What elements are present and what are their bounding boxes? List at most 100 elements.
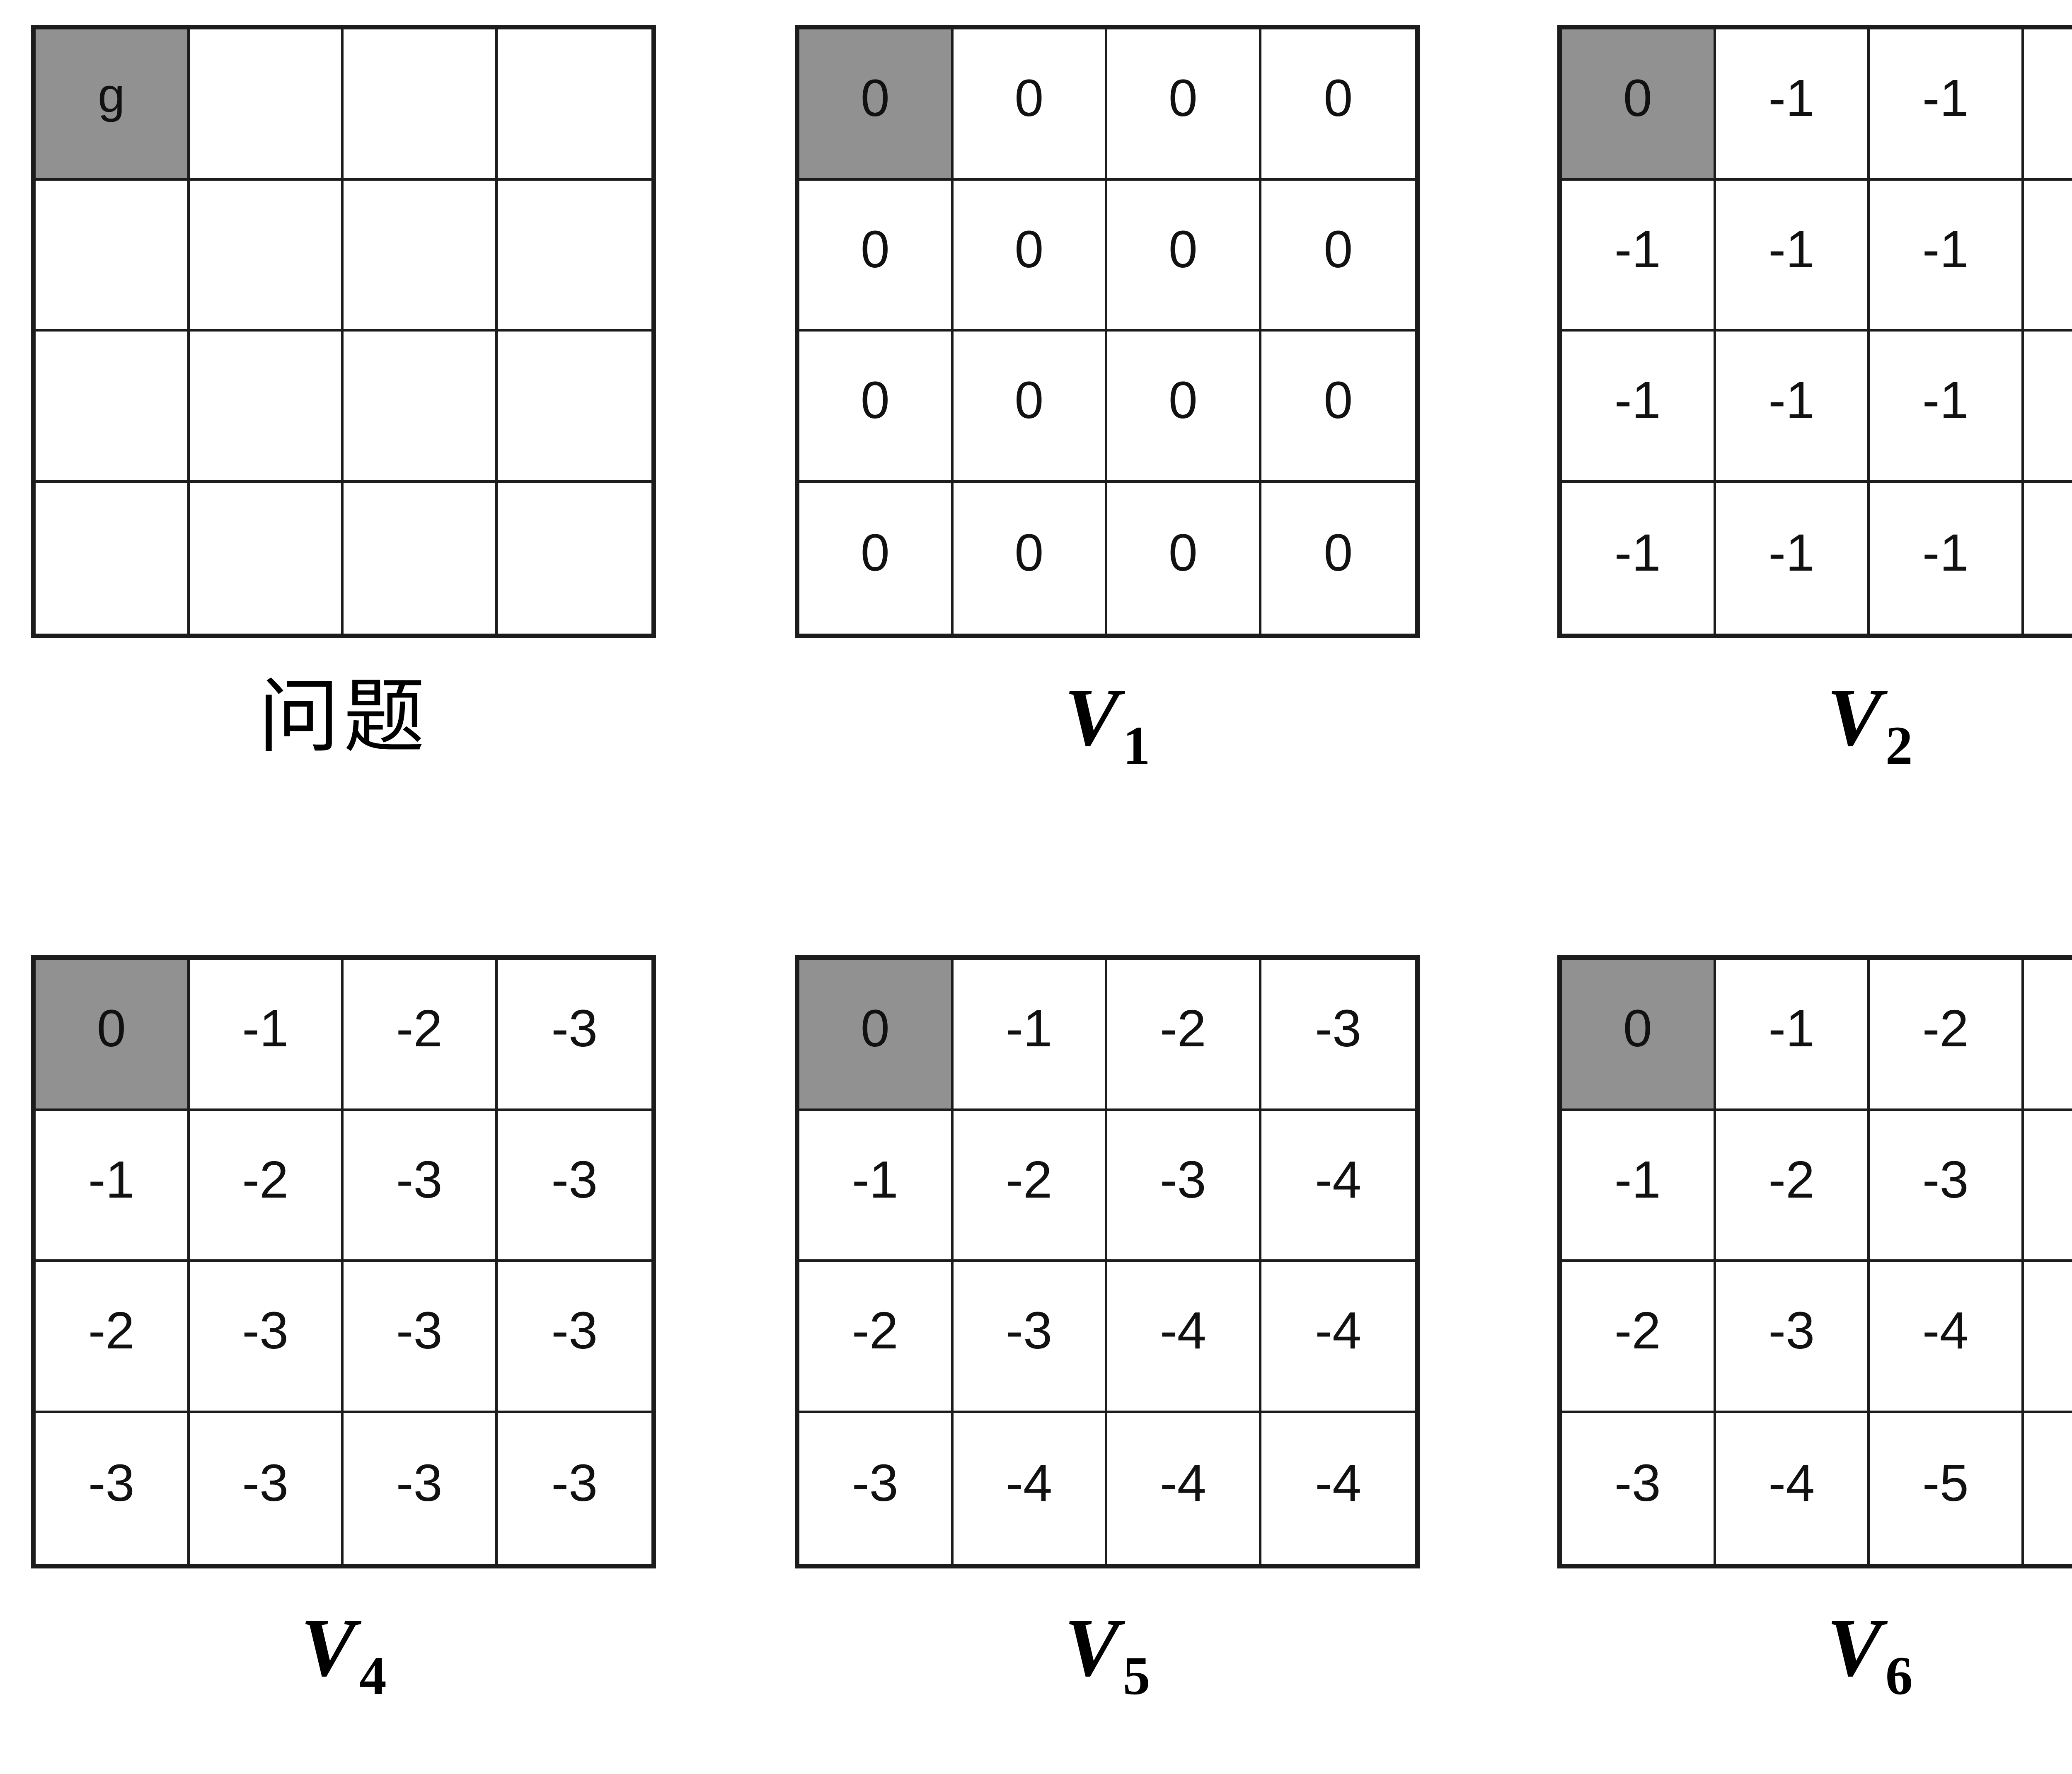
panel-caption-problem: 问题 [31, 676, 656, 801]
grid-cell: 0 [1261, 482, 1415, 634]
grid-cell: -4 [2024, 1111, 2072, 1262]
panel-caption-v4: V4 [31, 1607, 656, 1731]
grid-cell: -1 [1716, 482, 1870, 634]
grid-cell: 0 [1562, 29, 1716, 181]
grid-cell: -3 [36, 1413, 190, 1564]
grid-cell: -3 [344, 1413, 498, 1564]
caption-text: 问题 [258, 670, 429, 764]
grid-v2: 0-1-1-1-1-1-1-1-1-1-1-1-1-1-1-1 [1557, 25, 2072, 638]
panel-caption-v5: V5 [795, 1607, 1420, 1731]
grid-v6: 0-1-2-3-1-2-3-4-2-3-4-5-3-4-5-5 [1557, 955, 2072, 1568]
grid-cell: 0 [799, 960, 954, 1111]
grid-cell: 0 [953, 180, 1107, 332]
panel-caption-v2: V2 [1557, 676, 2072, 801]
grid-cell: 0 [1107, 180, 1261, 332]
grid-cell [36, 482, 190, 634]
grid-cell [344, 180, 498, 332]
grid-cell: -1 [2024, 332, 2072, 483]
grid-cell: -3 [1107, 1111, 1261, 1262]
grid-cell: -2 [953, 1111, 1107, 1262]
grid-cell: 0 [799, 29, 954, 181]
grid-cell [189, 332, 344, 483]
caption-symbol: V [300, 1602, 356, 1694]
caption-symbol: V [1064, 672, 1120, 763]
caption-symbol: V [1827, 1602, 1882, 1694]
grid-cell: -1 [2024, 29, 2072, 181]
grid-cell: -4 [1261, 1262, 1415, 1413]
grid-cell: -1 [1716, 332, 1870, 483]
grid-cell: -5 [2024, 1413, 2072, 1564]
caption-subscript: 2 [1885, 714, 1913, 776]
grid-panel-v2: 0-1-1-1-1-1-1-1-1-1-1-1-1-1-1-1V2 [1557, 25, 2072, 801]
grid-cell: 0 [953, 332, 1107, 483]
grid-cell: -5 [2024, 1262, 2072, 1413]
grid-cell: -3 [1716, 1262, 1870, 1413]
caption-subscript: 6 [1885, 1645, 1913, 1706]
grid-cell: 0 [953, 482, 1107, 634]
grid-v5: 0-1-2-3-1-2-3-4-2-3-4-4-3-4-4-4 [795, 955, 1420, 1568]
grid-cell: -1 [1870, 180, 2024, 332]
grid-cell: 0 [1107, 482, 1261, 634]
grid-cell: -4 [953, 1413, 1107, 1564]
grid-cell: -3 [344, 1111, 498, 1262]
grid-cell: -3 [497, 1413, 651, 1564]
grid-cell: -4 [1107, 1262, 1261, 1413]
grid-cell: -3 [953, 1262, 1107, 1413]
grid-cell: -1 [2024, 482, 2072, 634]
grid-cell: -4 [1107, 1413, 1261, 1564]
grid-panel-v6: 0-1-2-3-1-2-3-4-2-3-4-5-3-4-5-5V6 [1557, 955, 2072, 1731]
grid-cell: -3 [189, 1413, 344, 1564]
grid-cell: -1 [953, 960, 1107, 1111]
grid-cell [36, 180, 190, 332]
grid-cell: 0 [1261, 180, 1415, 332]
grid-cell: 0 [1107, 332, 1261, 483]
grid-cell: -4 [1261, 1413, 1415, 1564]
grid-cell: -3 [1870, 1111, 2024, 1262]
grid-cell: -2 [1562, 1262, 1716, 1413]
grid-cell: -1 [1870, 482, 2024, 634]
grid-cell: -5 [1870, 1413, 2024, 1564]
grid-cell: -2 [799, 1262, 954, 1413]
grid-cell: 0 [1107, 29, 1261, 181]
grid-problem: g [31, 25, 656, 638]
caption-subscript: 4 [359, 1645, 387, 1706]
grid-cell: -3 [799, 1413, 954, 1564]
grid-cell: 0 [1261, 29, 1415, 181]
grid-cell: -3 [2024, 960, 2072, 1111]
grid-cell [344, 332, 498, 483]
grid-cell: -4 [1716, 1413, 1870, 1564]
grid-cell: -1 [1870, 29, 2024, 181]
grid-cell [189, 29, 344, 181]
grid-cell [36, 332, 190, 483]
caption-symbol: V [1827, 672, 1882, 763]
grid-cell [497, 332, 651, 483]
grid-cell: -1 [799, 1111, 954, 1262]
grid-cell: -2 [1870, 960, 2024, 1111]
grid-cell: -1 [1562, 180, 1716, 332]
grid-cell: -3 [1261, 960, 1415, 1111]
grid-cell: 0 [799, 482, 954, 634]
grid-cell: -1 [189, 960, 344, 1111]
caption-symbol: V [1064, 1602, 1120, 1694]
grid-cell: 0 [36, 960, 190, 1111]
grid-cell: -2 [36, 1262, 190, 1413]
grid-cell: -1 [1562, 332, 1716, 483]
grid-cell: -1 [2024, 180, 2072, 332]
grid-cell: -1 [36, 1111, 190, 1262]
grid-cell: -1 [1562, 1111, 1716, 1262]
grid-cell: 0 [953, 29, 1107, 181]
grid-cell: -3 [344, 1262, 498, 1413]
grid-cell: -1 [1716, 960, 1870, 1111]
grid-v4: 0-1-2-3-1-2-3-3-2-3-3-3-3-3-3-3 [31, 955, 656, 1568]
grid-cell: -3 [497, 1111, 651, 1262]
grid-cell: -3 [497, 960, 651, 1111]
grid-cell [344, 29, 498, 181]
grid-cell: 0 [1562, 960, 1716, 1111]
panel-caption-v1: V1 [795, 676, 1420, 801]
grid-cell: g [36, 29, 190, 181]
grid-cell: 0 [799, 180, 954, 332]
panel-caption-v6: V6 [1557, 1607, 2072, 1731]
